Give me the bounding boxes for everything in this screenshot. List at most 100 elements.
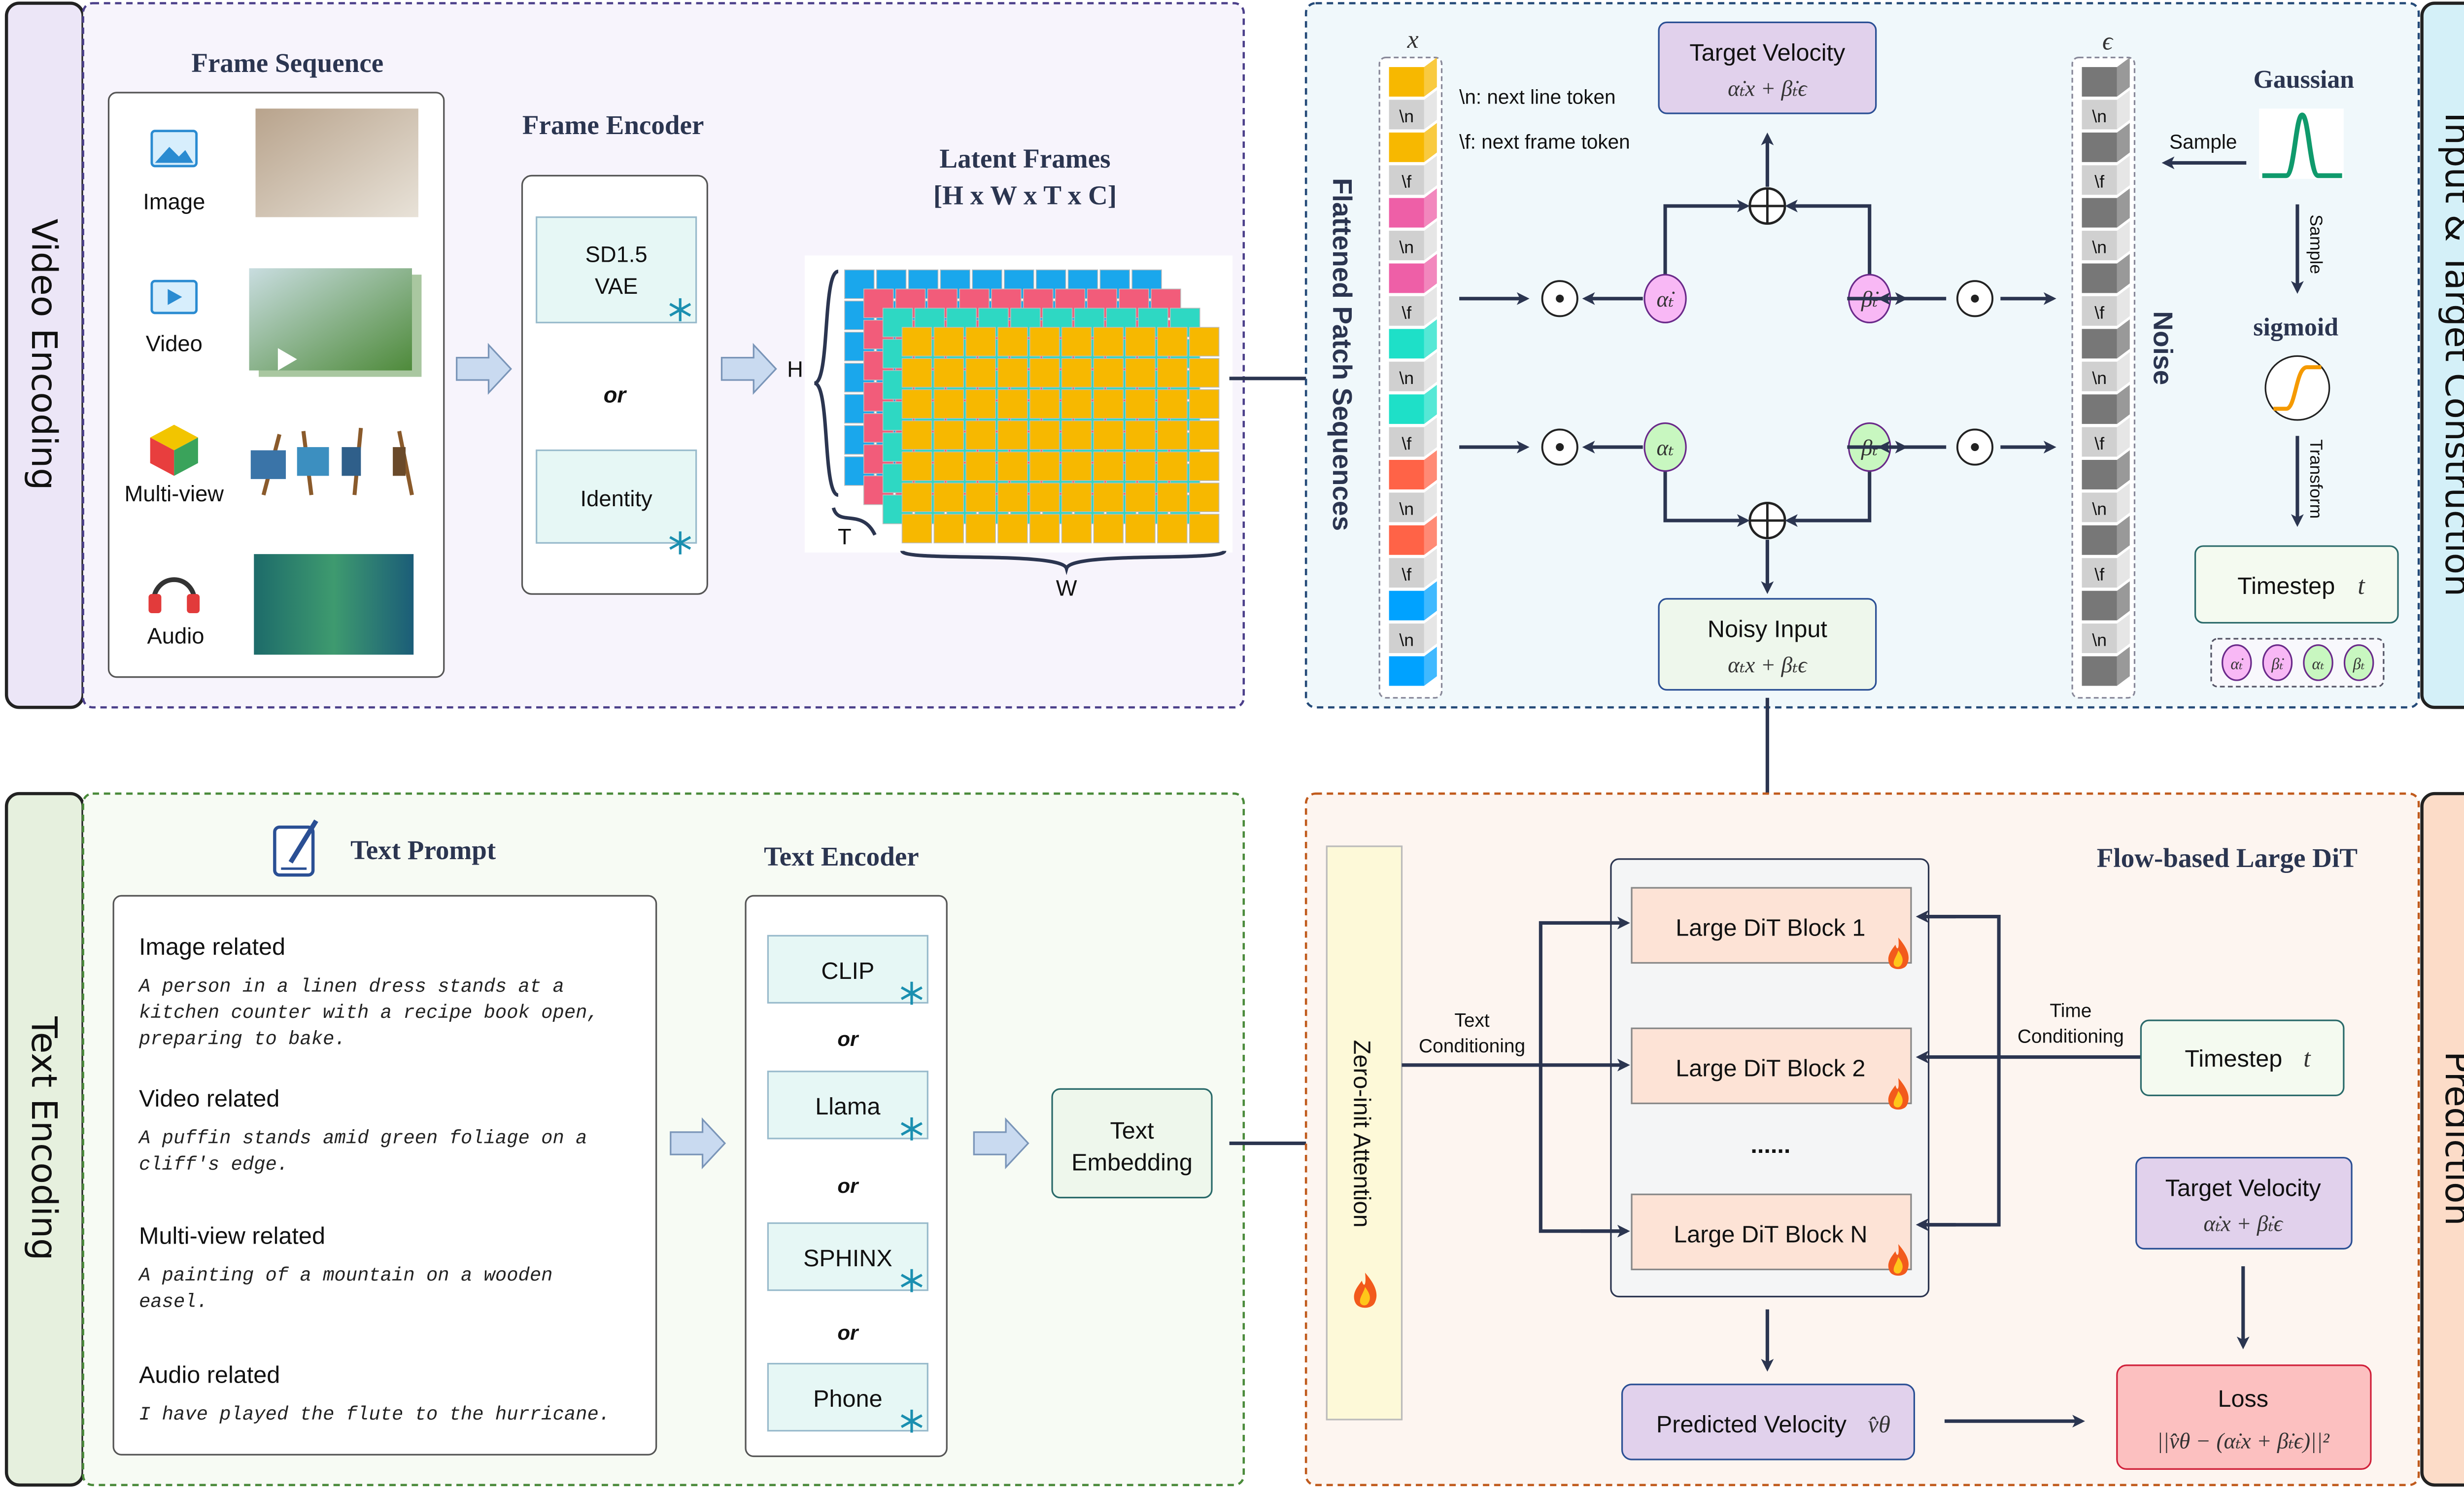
token-label: \f	[1402, 303, 1411, 322]
text-encoding-section: Text Encoding Text Prompt Image relatedA…	[4, 792, 1245, 1487]
latent-patch	[1189, 483, 1220, 513]
token-side	[2117, 57, 2130, 97]
patch-token	[1389, 329, 1424, 359]
token-side	[2117, 548, 2130, 588]
latent-patch	[1029, 514, 1060, 544]
patch-token	[2082, 67, 2117, 97]
coef-legend-item	[2262, 644, 2293, 681]
identity-box	[536, 449, 697, 544]
section-label-box	[2420, 1, 2464, 709]
frame-encoder-title: Frame Encoder	[522, 110, 704, 140]
loss-box	[2116, 1364, 2372, 1470]
noise-label: Noise	[2148, 311, 2178, 385]
arrow	[1663, 199, 1750, 277]
zero-init-attention-label: Zero-init Attention	[1348, 1040, 1375, 1228]
token-label: \n	[1399, 368, 1414, 388]
multiview-photos	[250, 427, 414, 496]
gaussian-curve-icon	[2259, 108, 2344, 179]
arrow-right-icon	[720, 343, 777, 395]
coef-legend-label: β̇ₜ	[2271, 655, 2284, 673]
predicted-velocity-title: Predicted Velocity	[1656, 1411, 1847, 1438]
audio-spectrogram	[254, 554, 414, 655]
separator-token	[1389, 231, 1424, 261]
token-label: \n	[1399, 106, 1414, 126]
prompt-text: easel.	[139, 1291, 208, 1313]
time-cond-line2: Conditioning	[2018, 1026, 2124, 1047]
or-label: or	[837, 1027, 859, 1050]
latent-patch	[1157, 514, 1188, 544]
token-label: \n	[2092, 106, 2107, 126]
alpha-coef	[1643, 422, 1687, 472]
frame-item-label: Image	[143, 189, 205, 214]
patch-token	[2082, 263, 2117, 293]
prompt-text: A puffin stands amid green foliage on a	[138, 1128, 587, 1149]
latent-patch	[1029, 389, 1060, 419]
patch-token	[2082, 525, 2117, 555]
t-brace	[831, 507, 877, 536]
token-label: \n	[1399, 499, 1414, 519]
latent-patch	[965, 420, 996, 450]
timestep-label: Timestep	[2237, 573, 2335, 599]
separator-token	[1389, 492, 1424, 522]
dit-block	[1631, 887, 1912, 964]
latent-patch	[1157, 483, 1188, 513]
w-brace	[900, 549, 1227, 575]
latent-patch	[1189, 327, 1220, 357]
latent-patch	[1061, 451, 1092, 481]
loss-formula: ||v̂θ − (α̇ₜx + β̇ₜϵ)||²	[2157, 1428, 2330, 1453]
image-icon	[150, 130, 198, 168]
token-side	[1424, 417, 1437, 457]
predicted-velocity-box	[1621, 1384, 1916, 1460]
coef-legend-item	[2222, 644, 2252, 681]
token-label: \n	[2092, 368, 2107, 388]
token-label: \f	[1402, 434, 1411, 453]
separator-token	[2082, 624, 2117, 653]
token-side	[1424, 516, 1437, 555]
token-side	[2117, 254, 2130, 293]
separator-token	[1389, 624, 1424, 653]
hadamard-dot	[1971, 443, 1979, 451]
prompt-heading: Multi-view related	[139, 1223, 325, 1250]
patch-token	[1389, 459, 1424, 489]
token-label: \f	[2094, 565, 2104, 585]
latent-patch	[901, 358, 932, 388]
token-label: \f	[2094, 172, 2104, 192]
coef-legend-item	[2343, 644, 2374, 681]
token-label: \f	[2094, 303, 2104, 322]
latent-patch	[965, 514, 996, 544]
noisy-input-title: Noisy Input	[1708, 616, 1828, 643]
token-side	[2117, 123, 2130, 162]
latent-patch	[997, 327, 1028, 357]
encoder-label: Phone	[813, 1386, 882, 1412]
target-velocity-formula: α̇ₜx + β̇ₜϵ	[1728, 76, 1808, 101]
identity-label: Identity	[581, 486, 653, 511]
encoder-box	[767, 935, 928, 1004]
patch-token	[2082, 329, 2117, 359]
prompt-heading: Image related	[139, 934, 285, 960]
separator-token	[1389, 361, 1424, 391]
latent-patch	[1189, 358, 1220, 388]
latent-patch	[965, 451, 996, 481]
latent-patch	[882, 308, 913, 338]
dit-title: Flow-based Large DiT	[2097, 843, 2358, 873]
pen-document-icon	[273, 819, 318, 877]
coef-legend-label: α̇ₜ	[2230, 655, 2244, 673]
section-label: Prediction	[2437, 1051, 2464, 1226]
token-side	[1424, 123, 1437, 162]
legend-next-line: \n: next line token	[1459, 86, 1615, 108]
transform-label: Transform	[2306, 439, 2326, 519]
latent-patch	[997, 358, 1028, 388]
oplus-bottom	[1748, 502, 1786, 540]
latent-patch	[1093, 358, 1124, 388]
token-side	[1424, 614, 1437, 653]
token-label: \n	[2092, 499, 2107, 519]
arrow	[1785, 199, 1872, 277]
patch-token	[1389, 590, 1424, 621]
separator-token	[1389, 296, 1424, 326]
latent-patch	[1093, 451, 1124, 481]
